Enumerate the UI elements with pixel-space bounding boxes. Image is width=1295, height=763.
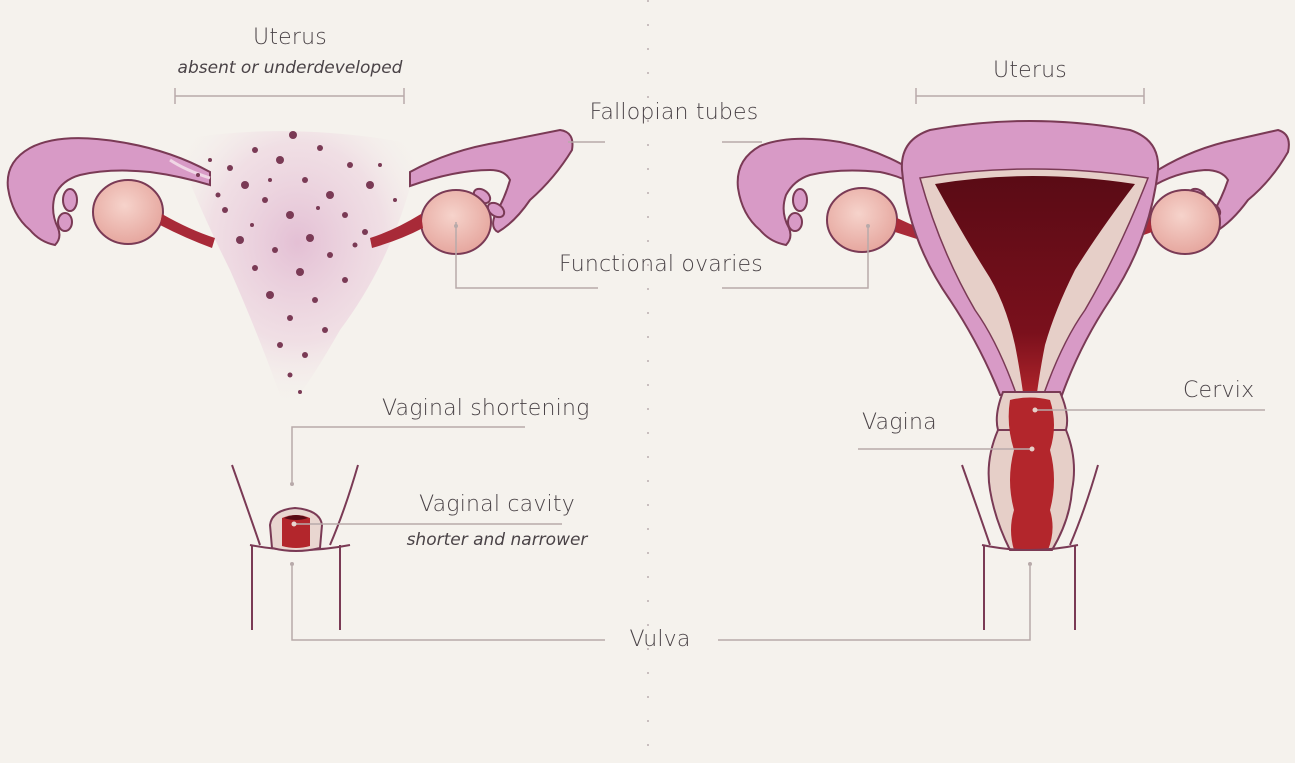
right-uterus-label: Uterus (993, 60, 1067, 82)
right-diagram (718, 88, 1289, 640)
right-ovary-right (1150, 190, 1220, 254)
left-ovary-left (93, 180, 163, 244)
left-diagram (8, 88, 605, 640)
vulva-label: Vulva (629, 629, 690, 651)
left-uterus-bracket (175, 88, 404, 104)
vaginal-cavity-label: Vaginal cavity (419, 494, 575, 516)
fallopian-tubes-label: Fallopian tubes (590, 102, 759, 124)
vaginal-shortening-label: Vaginal shortening (382, 398, 590, 420)
left-uterus-note: absent or underdeveloped (178, 60, 403, 77)
short-vaginal-cavity (270, 508, 322, 551)
left-vulva-leader (292, 566, 605, 640)
vagina-label: Vagina (862, 412, 937, 434)
right-uterus-bracket (916, 88, 1144, 104)
cervix-label: Cervix (1183, 380, 1254, 402)
functional-ovaries-label: Functional ovaries (559, 254, 763, 276)
left-uterus-label: Uterus (253, 27, 327, 49)
right-ovary-left (827, 188, 897, 252)
vaginal-shortening-leader (292, 427, 525, 482)
vaginal-cavity-note: shorter and narrower (407, 532, 588, 549)
vaginal-canal (1009, 398, 1054, 551)
